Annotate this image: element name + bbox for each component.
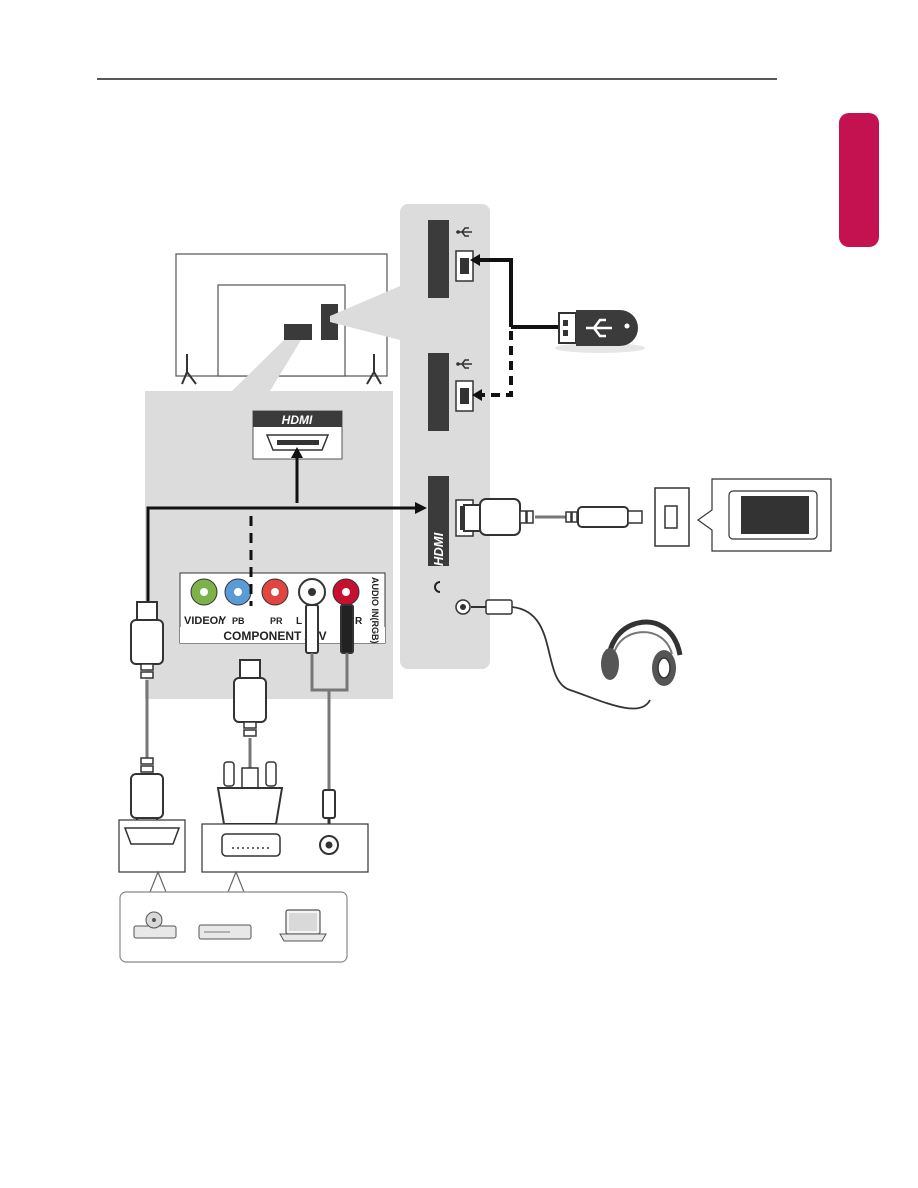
hdmi-cable-side xyxy=(464,499,642,535)
headphones-icon xyxy=(601,622,680,686)
micro-hdmi-port-box xyxy=(655,488,689,546)
language-side-tab xyxy=(839,113,879,247)
y-jack-label: Y xyxy=(219,615,227,627)
audio-in-rgb-label: AUDIO IN(RGB) xyxy=(370,577,380,644)
jack-pr[interactable] xyxy=(262,579,288,605)
pr-jack-label: PR xyxy=(270,616,283,626)
smartphone-icon xyxy=(698,479,831,551)
pb-jack-label: PB xyxy=(232,616,245,626)
usb-flash-drive-icon xyxy=(555,310,645,353)
jack-pb[interactable] xyxy=(225,579,251,605)
headphone-cable xyxy=(471,600,650,709)
component-av-panel: VIDEO/ Y PB PR L R COMPONENT / AV AUDIO … xyxy=(180,573,385,644)
video-y-label: VIDEO/ xyxy=(184,615,221,627)
headphone-jack[interactable] xyxy=(456,600,470,614)
laptop-icon xyxy=(280,910,326,941)
jack-video-y[interactable] xyxy=(191,579,217,605)
source-callout-lines xyxy=(150,872,244,892)
source-hdmi-box xyxy=(119,820,185,872)
hdmi-box-label: HDMI xyxy=(282,413,313,427)
hdmi-side-label: HDMI xyxy=(431,532,446,566)
r-jack-label: R xyxy=(355,616,363,627)
source-dvi-audio-box xyxy=(202,824,368,872)
set-top-box-icon xyxy=(199,925,251,939)
jack-audio-r[interactable] xyxy=(333,579,359,605)
l-jack-label: L xyxy=(296,616,302,627)
hdmi-cable-left xyxy=(131,602,163,834)
jack-audio-l[interactable] xyxy=(299,579,325,605)
